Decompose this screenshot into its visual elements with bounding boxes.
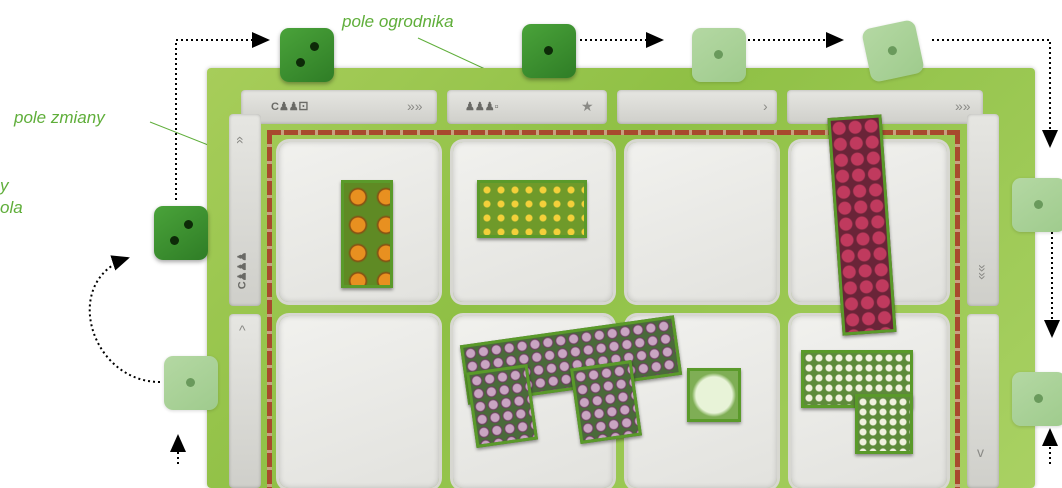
sunflower-tile[interactable] [341,180,393,288]
pip [1034,394,1043,403]
brick-path-left [267,130,272,488]
track-space-1-label: C♟♟⚀ [271,100,308,113]
right-track-lower-chevron: v [977,444,984,460]
track-space-2-star: ★ [581,98,594,115]
die-top-1[interactable] [280,28,334,82]
purple-flower-tile-c[interactable] [570,360,642,444]
pip [887,45,898,56]
round-bush-tile[interactable] [687,368,741,422]
track-space-4-chevrons: »» [955,98,971,114]
left-track-upper-label: C♟♟♟ [235,252,248,290]
track-space-1-chevrons: »» [407,98,423,114]
pip [296,58,305,67]
garden-plot-5[interactable] [279,316,439,488]
track-space-1[interactable]: C♟♟⚀ »» [241,90,437,124]
garden-plot-3[interactable] [627,142,777,302]
track-space-2-label: ♟♟♟▫ [465,100,498,113]
yellow-flower-tile[interactable] [477,180,587,238]
pip [184,220,193,229]
purple-flower-tile-b[interactable] [466,364,538,448]
die-right-1[interactable] [1012,178,1062,232]
pip [544,46,553,55]
die-left-1[interactable] [154,206,208,260]
left-track-lower-chevron: ^ [239,322,246,338]
track-space-4[interactable]: »» [787,90,983,124]
left-track-upper[interactable]: « C♟♟♟ [229,114,261,306]
garden-board: C♟♟⚀ »» ♟♟♟▫ ★ › »» « C♟♟♟ ^ »» v [207,68,1035,488]
brick-path-right [955,130,960,488]
right-track-upper[interactable]: »» [967,114,999,306]
pip [1034,200,1043,209]
die-left-2[interactable] [164,356,218,410]
pip [170,236,179,245]
die-top-2[interactable] [522,24,576,78]
left-track-lower[interactable]: ^ [229,314,261,488]
left-track-upper-chevron: « [233,136,249,144]
pip [714,50,723,59]
arrow-left-loop [90,258,160,382]
track-space-2[interactable]: ♟♟♟▫ ★ [447,90,607,124]
right-track-upper-chevron: »» [975,264,991,280]
die-top-4[interactable] [861,19,925,83]
white-flower-tile-b[interactable] [855,394,913,454]
pip [186,378,195,387]
right-track-lower[interactable]: v [967,314,999,488]
track-space-3[interactable]: › [617,90,777,124]
die-right-2[interactable] [1012,372,1062,426]
track-space-3-chevron: › [763,98,768,114]
pip [310,42,319,51]
die-top-3[interactable] [692,28,746,82]
